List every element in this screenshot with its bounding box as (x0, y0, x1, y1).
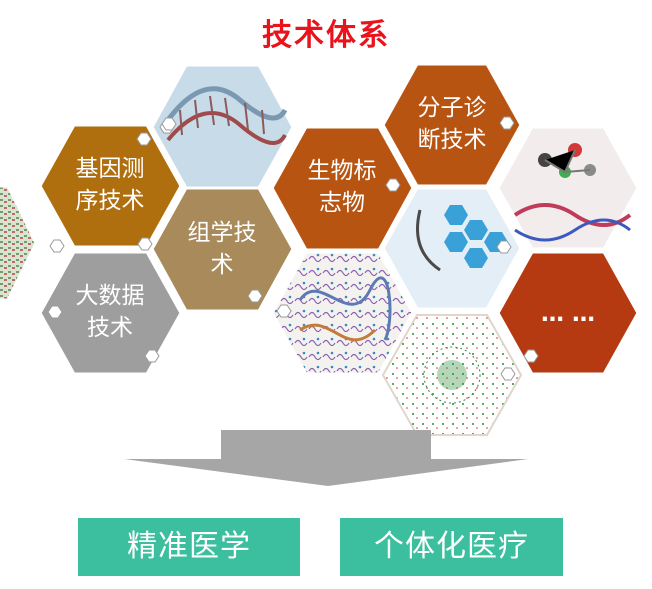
hex-omics-line1: 组学技 (188, 220, 257, 246)
medical-icons-image (381, 186, 523, 311)
hex-dot-icon (496, 240, 512, 254)
hex-dot-icon (276, 304, 292, 318)
hex-gene-sequencing-line2: 序技术 (76, 188, 145, 214)
down-arrow (124, 430, 528, 486)
outcome-precision-medicine: 精准医学 (78, 518, 300, 576)
hex-dot-icon (136, 132, 152, 146)
hex-biomarker: 生物标 志物 (270, 125, 415, 252)
decorative-dots (47, 116, 539, 381)
hex-biomarker-line1: 生物标 (308, 158, 377, 184)
hex-dot-icon (144, 349, 160, 363)
hex-dot-icon (47, 305, 63, 319)
hex-big-data-line2: 技术 (87, 315, 133, 341)
hex-omics-line2: 术 (211, 252, 234, 278)
hex-more: … … (496, 250, 640, 376)
hex-dot-icon (500, 367, 516, 381)
sequence-data-image (0, 184, 38, 302)
molecule-dna-image (496, 125, 640, 251)
hex-gene-sequencing: 基因测 序技术 (38, 123, 183, 249)
hex-dot-icon (385, 178, 401, 192)
hex-dot-icon (499, 116, 515, 130)
network-graph-image (381, 314, 523, 436)
hex-dot-icon (247, 289, 263, 303)
outcome-personalized-treatment: 个体化医疗 (340, 518, 563, 576)
hex-dot-icon (161, 117, 177, 131)
hex-more-label: … … (541, 301, 595, 327)
hex-omics: 组学技 术 (150, 186, 295, 313)
hex-gene-sequencing-line1: 基因测 (76, 156, 145, 182)
hex-molecular-diagnosis-line1: 分子诊 (418, 95, 487, 121)
hex-biomarker-line2: 志物 (319, 190, 365, 216)
hex-big-data: 大数据 技术 (38, 250, 183, 376)
hex-dot-icon (523, 349, 539, 363)
hex-molecular-diagnosis: 分子诊 断技术 (381, 62, 523, 188)
hex-dot-icon (49, 239, 65, 253)
hex-big-data-line1: 大数据 (76, 283, 145, 309)
hex-molecular-diagnosis-line2: 断技术 (418, 127, 487, 153)
hex-dot-icon (137, 237, 153, 251)
page-title: 技术体系 (262, 18, 390, 53)
protein-structure-image (270, 250, 415, 376)
